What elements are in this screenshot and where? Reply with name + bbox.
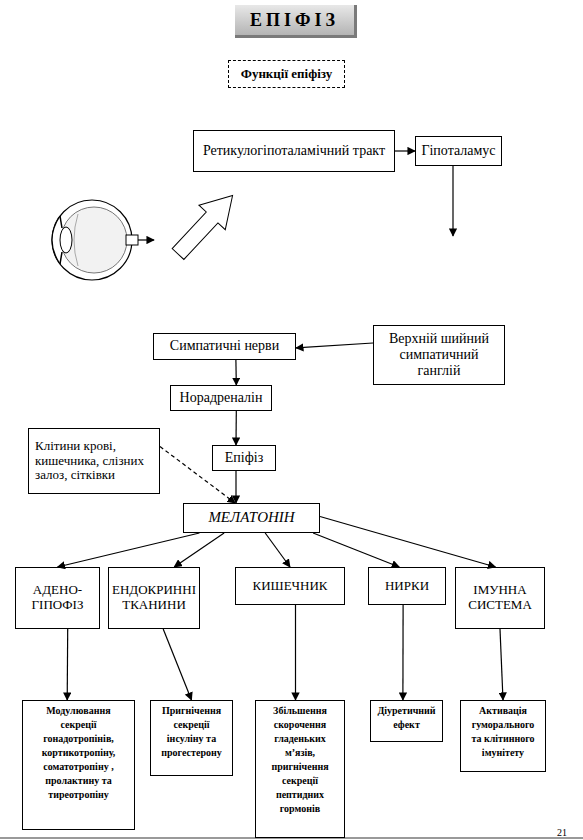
arrow [320,517,496,568]
node-text: МЕЛАТОНІН [208,509,294,526]
node-text: Епіфіз [225,450,263,466]
node-text: Пригнічення секреції інсуліну та прогест… [159,704,224,760]
process-box: Епіфіз [212,445,276,471]
arrow [235,360,237,385]
node-text: Верхній шийний симпатичний ганглій [377,331,501,379]
process-box: Гіпоталамус [415,136,502,166]
node-text: ІМУННА СИСТЕМА [459,583,541,613]
arrow [174,533,224,567]
process-box: Верхній шийний симпатичний ганглій [373,325,505,385]
node-text: ЕНДОКРИННІ ТКАНИНИ [112,583,196,613]
node-text: Клітини крові, кишечника, слізних залоз,… [35,439,153,484]
target-box: КИШЕЧНИК [235,567,345,605]
effect-box: Збільшення скорочення гладеньких м’язів,… [255,700,345,838]
process-box: Ретикулогіпоталамічний тракт [193,130,395,172]
arrow [313,533,399,567]
source-box: Клітини крові, кишечника, слізних залоз,… [28,428,160,494]
hormone-box: МЕЛАТОНІН [183,503,320,533]
node-text: Норадреналін [180,390,263,406]
arrow [235,471,236,503]
node-text: Модулювання секреції гонадотропінів, кор… [31,704,126,802]
target-box: ІМУННА СИСТЕМА [455,567,545,629]
arrow [296,343,373,348]
node-text: Гіпоталамус [421,143,495,159]
node-text: Діуретичний ефект [377,704,435,732]
arrow [67,629,69,700]
arrow [163,629,191,700]
title-text: ЕПІФІЗ [250,10,339,31]
effect-box: Модулювання секреції гонадотропінів, кор… [22,700,135,830]
subtitle-box: Функції епіфізу [228,60,345,88]
page-number: 21 [557,827,567,838]
node-text: АДЕНО-ГІПОФІЗ [19,583,96,613]
arrow [500,629,503,700]
node-text: Збільшення скорочення гладеньких м’язів,… [264,704,336,816]
down-arrow [452,166,453,236]
effect-box: Діуретичний ефект [370,700,443,742]
effect-box: Пригнічення секреції інсуліну та прогест… [150,700,233,776]
target-box: АДЕНО-ГІПОФІЗ [15,567,100,629]
node-text: КИШЕЧНИК [252,579,327,594]
node-text: Ретикулогіпоталамічний тракт [203,143,385,159]
arrow [235,411,237,445]
target-box: НИРКИ [368,567,446,605]
process-box: Симпатичні нерви [153,333,296,360]
arrow [58,533,200,567]
title-box: ЕПІФІЗ [235,5,357,38]
target-box: ЕНДОКРИННІ ТКАНИНИ [108,567,200,629]
process-box: Норадреналін [170,385,272,411]
node-text: Симпатичні нерви [170,338,279,354]
hollow-arrow [165,183,246,266]
node-text: Функції епіфізу [241,67,333,82]
arrow [265,533,290,567]
eye-drawing [52,200,154,280]
arrow [295,605,296,700]
node-text: НИРКИ [385,579,429,594]
effect-box: Активація гуморального та клітинного іму… [460,700,546,772]
arrow [395,150,415,151]
node-text: Активація гуморального та клітинного іму… [469,704,537,760]
arrow [402,605,403,700]
